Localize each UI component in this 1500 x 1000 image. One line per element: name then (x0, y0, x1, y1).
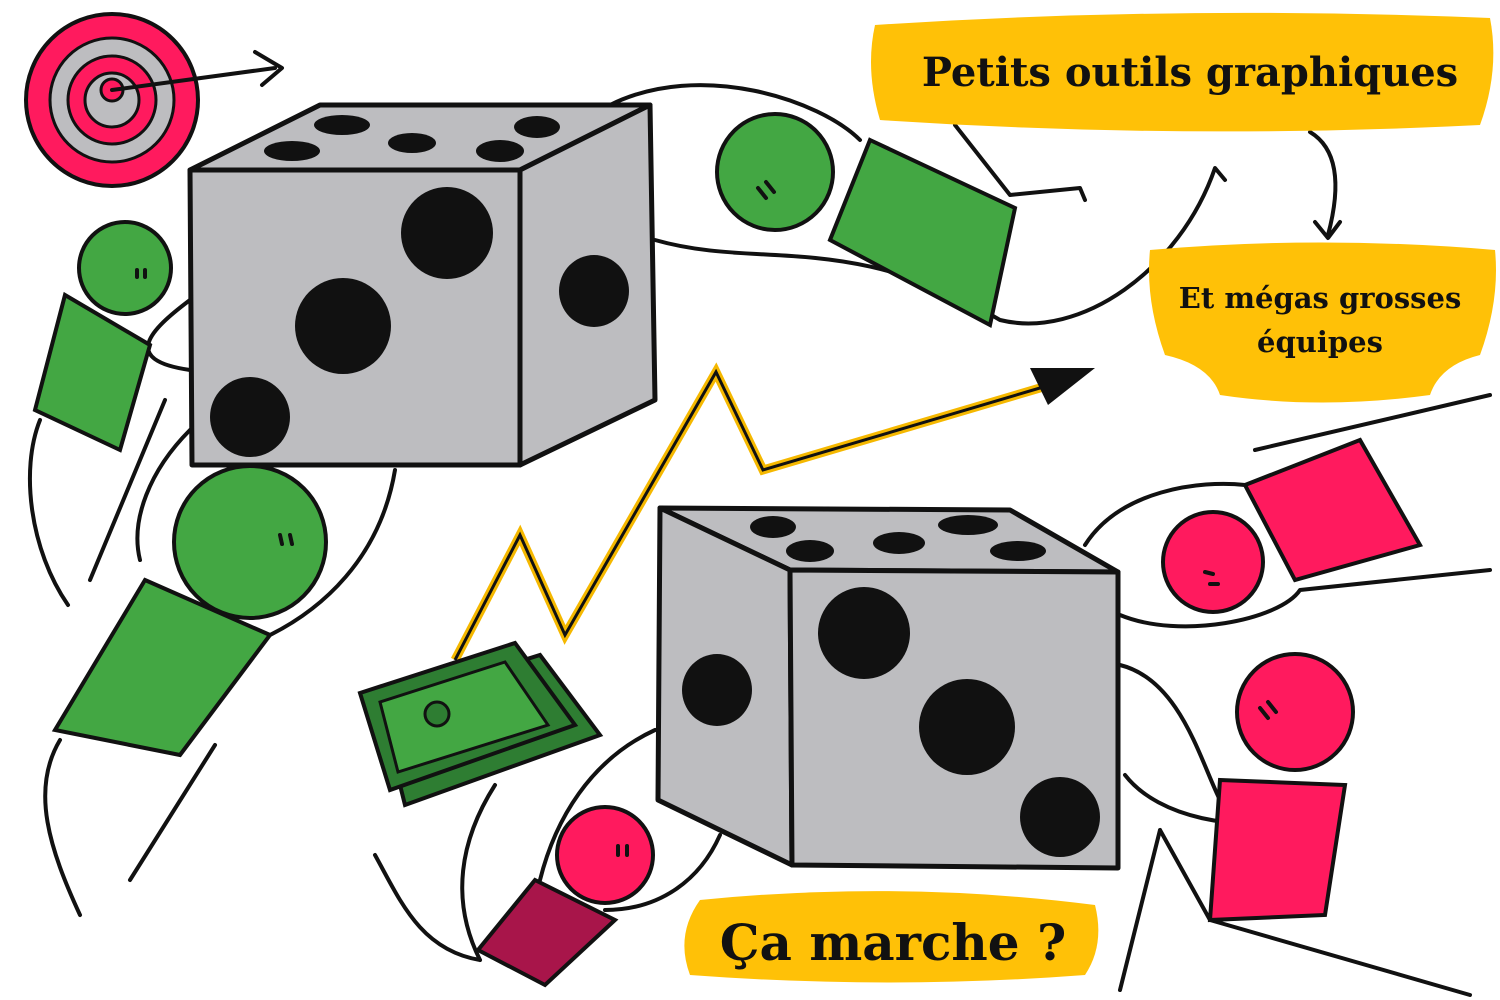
pink-figure-1 (1161, 437, 1424, 614)
pink-figure-2 (1207, 652, 1355, 923)
green-figure-3 (715, 112, 1018, 329)
banner-bottom-text: Ça marche ? (720, 913, 1067, 972)
target-icon (24, 12, 284, 188)
banner-middle: Et mégas grosses équipes (1149, 242, 1496, 403)
growth-arrow (451, 362, 1095, 663)
banner-top: Petits outils graphiques (871, 12, 1494, 132)
die-large-top-left (187, 102, 658, 468)
pink-figure-3 (474, 805, 655, 988)
money-stack-icon (357, 640, 604, 808)
banner-middle-line1: Et mégas grosses (1179, 281, 1462, 315)
banner-middle-line2: équipes (1257, 325, 1383, 359)
die-large-bottom-right (655, 505, 1121, 871)
green-figure-1 (32, 220, 173, 453)
banner-bottom: Ça marche ? (684, 891, 1099, 983)
banner-top-text: Petits outils graphiques (922, 49, 1458, 96)
green-figure-2 (51, 464, 328, 758)
